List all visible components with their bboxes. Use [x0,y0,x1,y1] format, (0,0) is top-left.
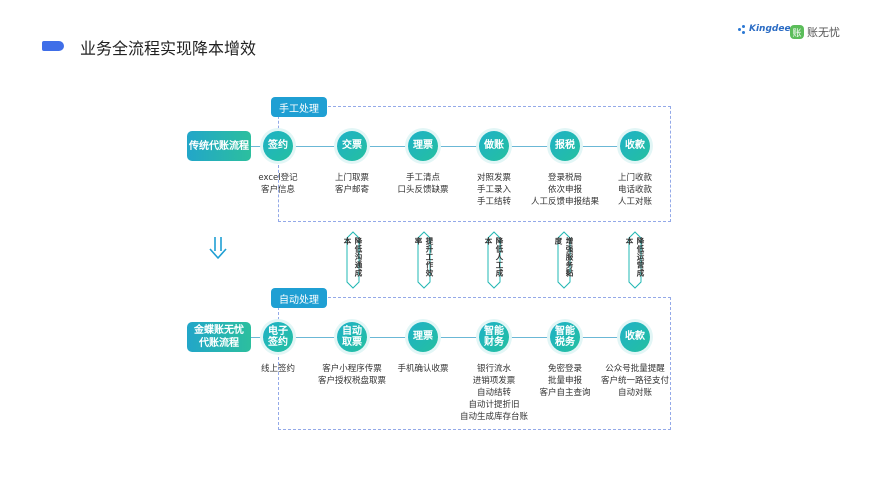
step-name-line: 电子 [268,325,288,337]
step-details: 银行流水 进销项发票 自动结转 自动计提折旧 自动生成库存台账 [454,363,534,423]
double-arrow-shape [628,231,642,289]
step-name-line: 智能 [484,325,504,337]
detail-line: 自动生成库存台账 [459,412,528,422]
double-arrow-shape [487,231,501,289]
double-arrow-shape [417,231,431,289]
step-details: 登录税局 依次申报 人工反馈申报结果 [525,172,605,208]
step-details: 对照发票 手工录入 手工结转 [464,172,524,208]
detail-line: 对照发票 [476,173,511,183]
detail-line: 客户小程序传票 [322,364,382,374]
detail-line: 自动计提折旧 [468,400,520,410]
step-details: 公众号批量提醒 客户统一路径支付 自动对账 [595,363,675,399]
flow-label-line: 金蝶账无忧 [194,325,244,336]
detail-line: 手工结转 [476,197,511,207]
step-name-line: 取票 [342,337,362,348]
step-details: 客户小程序传票 客户授权税盘取票 [312,363,392,387]
double-down-arrow-icon [209,237,227,259]
detail-line: 进销项发票 [472,376,516,386]
benefit-label: 降低人工成本 [484,237,504,277]
step-name-line: 理票 [413,331,433,343]
step-details: 上门收款 电话收款 人工对账 [605,172,665,208]
detail-line: 人工对账 [617,197,652,207]
detail-line: 依次申报 [547,185,582,195]
traditional-flow-label: 传统代账流程 [187,131,251,161]
detail-line: 上门取票 [334,173,369,183]
step-name-line: 财务 [484,337,504,348]
detail-line: 客户信息 [260,185,295,195]
flow-label-line: 代账流程 [199,338,239,349]
step-name-line: 税务 [555,337,575,348]
step-details: 手工清点 口头反馈缺票 [388,172,458,196]
detail-line: 公众号批量提醒 [605,364,665,374]
double-arrow-shape [346,231,360,289]
benefit-label: 增强服务黏度 [554,237,574,277]
traditional-section-tag: 手工处理 [271,97,327,117]
detail-line: 电话收款 [617,185,652,195]
detail-line: 客户授权税盘取票 [317,376,386,386]
step-automated-smart-tax: 智能税务 [550,322,580,352]
step-details: 线上签约 [248,363,308,375]
step-automated-sort-invoice: 理票 [408,322,438,352]
detail-line: 免密登录 [547,364,582,374]
traditional-section-box [278,106,671,222]
step-name-line: 自动 [342,325,362,337]
detail-line: 客户统一路径支付 [600,376,669,386]
traditional-flow-line [251,146,634,147]
page-title: 业务全流程实现降本增效 [80,39,257,58]
detail-line: 手工清点 [405,173,440,183]
detail-line: excel登记 [258,173,298,183]
benefit-arrow: 提升工作效率 [414,231,434,289]
detail-line: 自动结转 [476,388,511,398]
step-traditional-sort-invoice: 理票 [408,131,438,161]
kingdee-wordmark: Kingdee [749,24,791,34]
step-name-line: 智能 [555,325,575,337]
step-automated-collection: 收款 [620,322,650,352]
detail-line: 自动对账 [617,388,652,398]
step-traditional-tax-filing: 报税 [550,131,580,161]
detail-line: 口头反馈缺票 [397,185,449,195]
detail-line: 手工录入 [476,185,511,195]
automated-flow-line [251,337,634,338]
step-traditional-collection: 收款 [620,131,650,161]
benefit-arrow: 降低人工成本 [484,231,504,289]
step-automated-smart-finance: 智能财务 [479,322,509,352]
step-details: 上门取票 客户邮寄 [322,172,382,196]
benefit-arrow: 降低沟通成本 [343,231,363,289]
step-details: excel登记 客户信息 [248,172,308,196]
zhangwuyou-mark-icon: 账 [790,25,804,39]
benefit-label: 降低沟通成本 [343,237,363,277]
benefit-arrow: 降低运营成本 [625,231,645,289]
step-details: 手机确认收票 [388,363,458,375]
detail-line: 批量申报 [547,376,582,386]
automated-flow-label: 金蝶账无忧 代账流程 [187,322,251,352]
detail-line: 登录税局 [547,173,582,183]
detail-line: 客户邮寄 [334,185,369,195]
step-automated-e-sign: 电子签约 [263,322,293,352]
detail-line: 客户自主查询 [539,388,591,398]
benefit-arrow: 增强服务黏度 [554,231,574,289]
zhangwuyou-logo: 账 账无忧 [790,24,840,40]
detail-line: 上门收款 [617,173,652,183]
benefit-label: 降低运营成本 [625,237,645,277]
step-name-line: 收款 [625,331,645,343]
kingdee-mark-icon [738,24,746,34]
automated-section-box [278,297,671,430]
step-traditional-bookkeeping: 做账 [479,131,509,161]
detail-line: 人工反馈申报结果 [530,197,599,207]
step-traditional-deliver-invoice: 交票 [337,131,367,161]
double-arrow-shape [557,231,571,289]
zhangwuyou-wordmark: 账无忧 [807,26,840,39]
detail-line: 手机确认收票 [397,364,449,374]
step-details: 免密登录 批量申报 客户自主查询 [530,363,600,399]
detail-line: 银行流水 [476,364,511,374]
title-marker [42,41,64,51]
kingdee-logo: Kingdee [738,24,791,34]
detail-line: 线上签约 [260,364,295,374]
step-traditional-sign: 签约 [263,131,293,161]
step-name-line: 签约 [268,337,288,348]
benefit-label: 提升工作效率 [414,237,434,277]
automated-section-tag: 自动处理 [271,288,327,308]
step-automated-fetch-invoice: 自动取票 [337,322,367,352]
